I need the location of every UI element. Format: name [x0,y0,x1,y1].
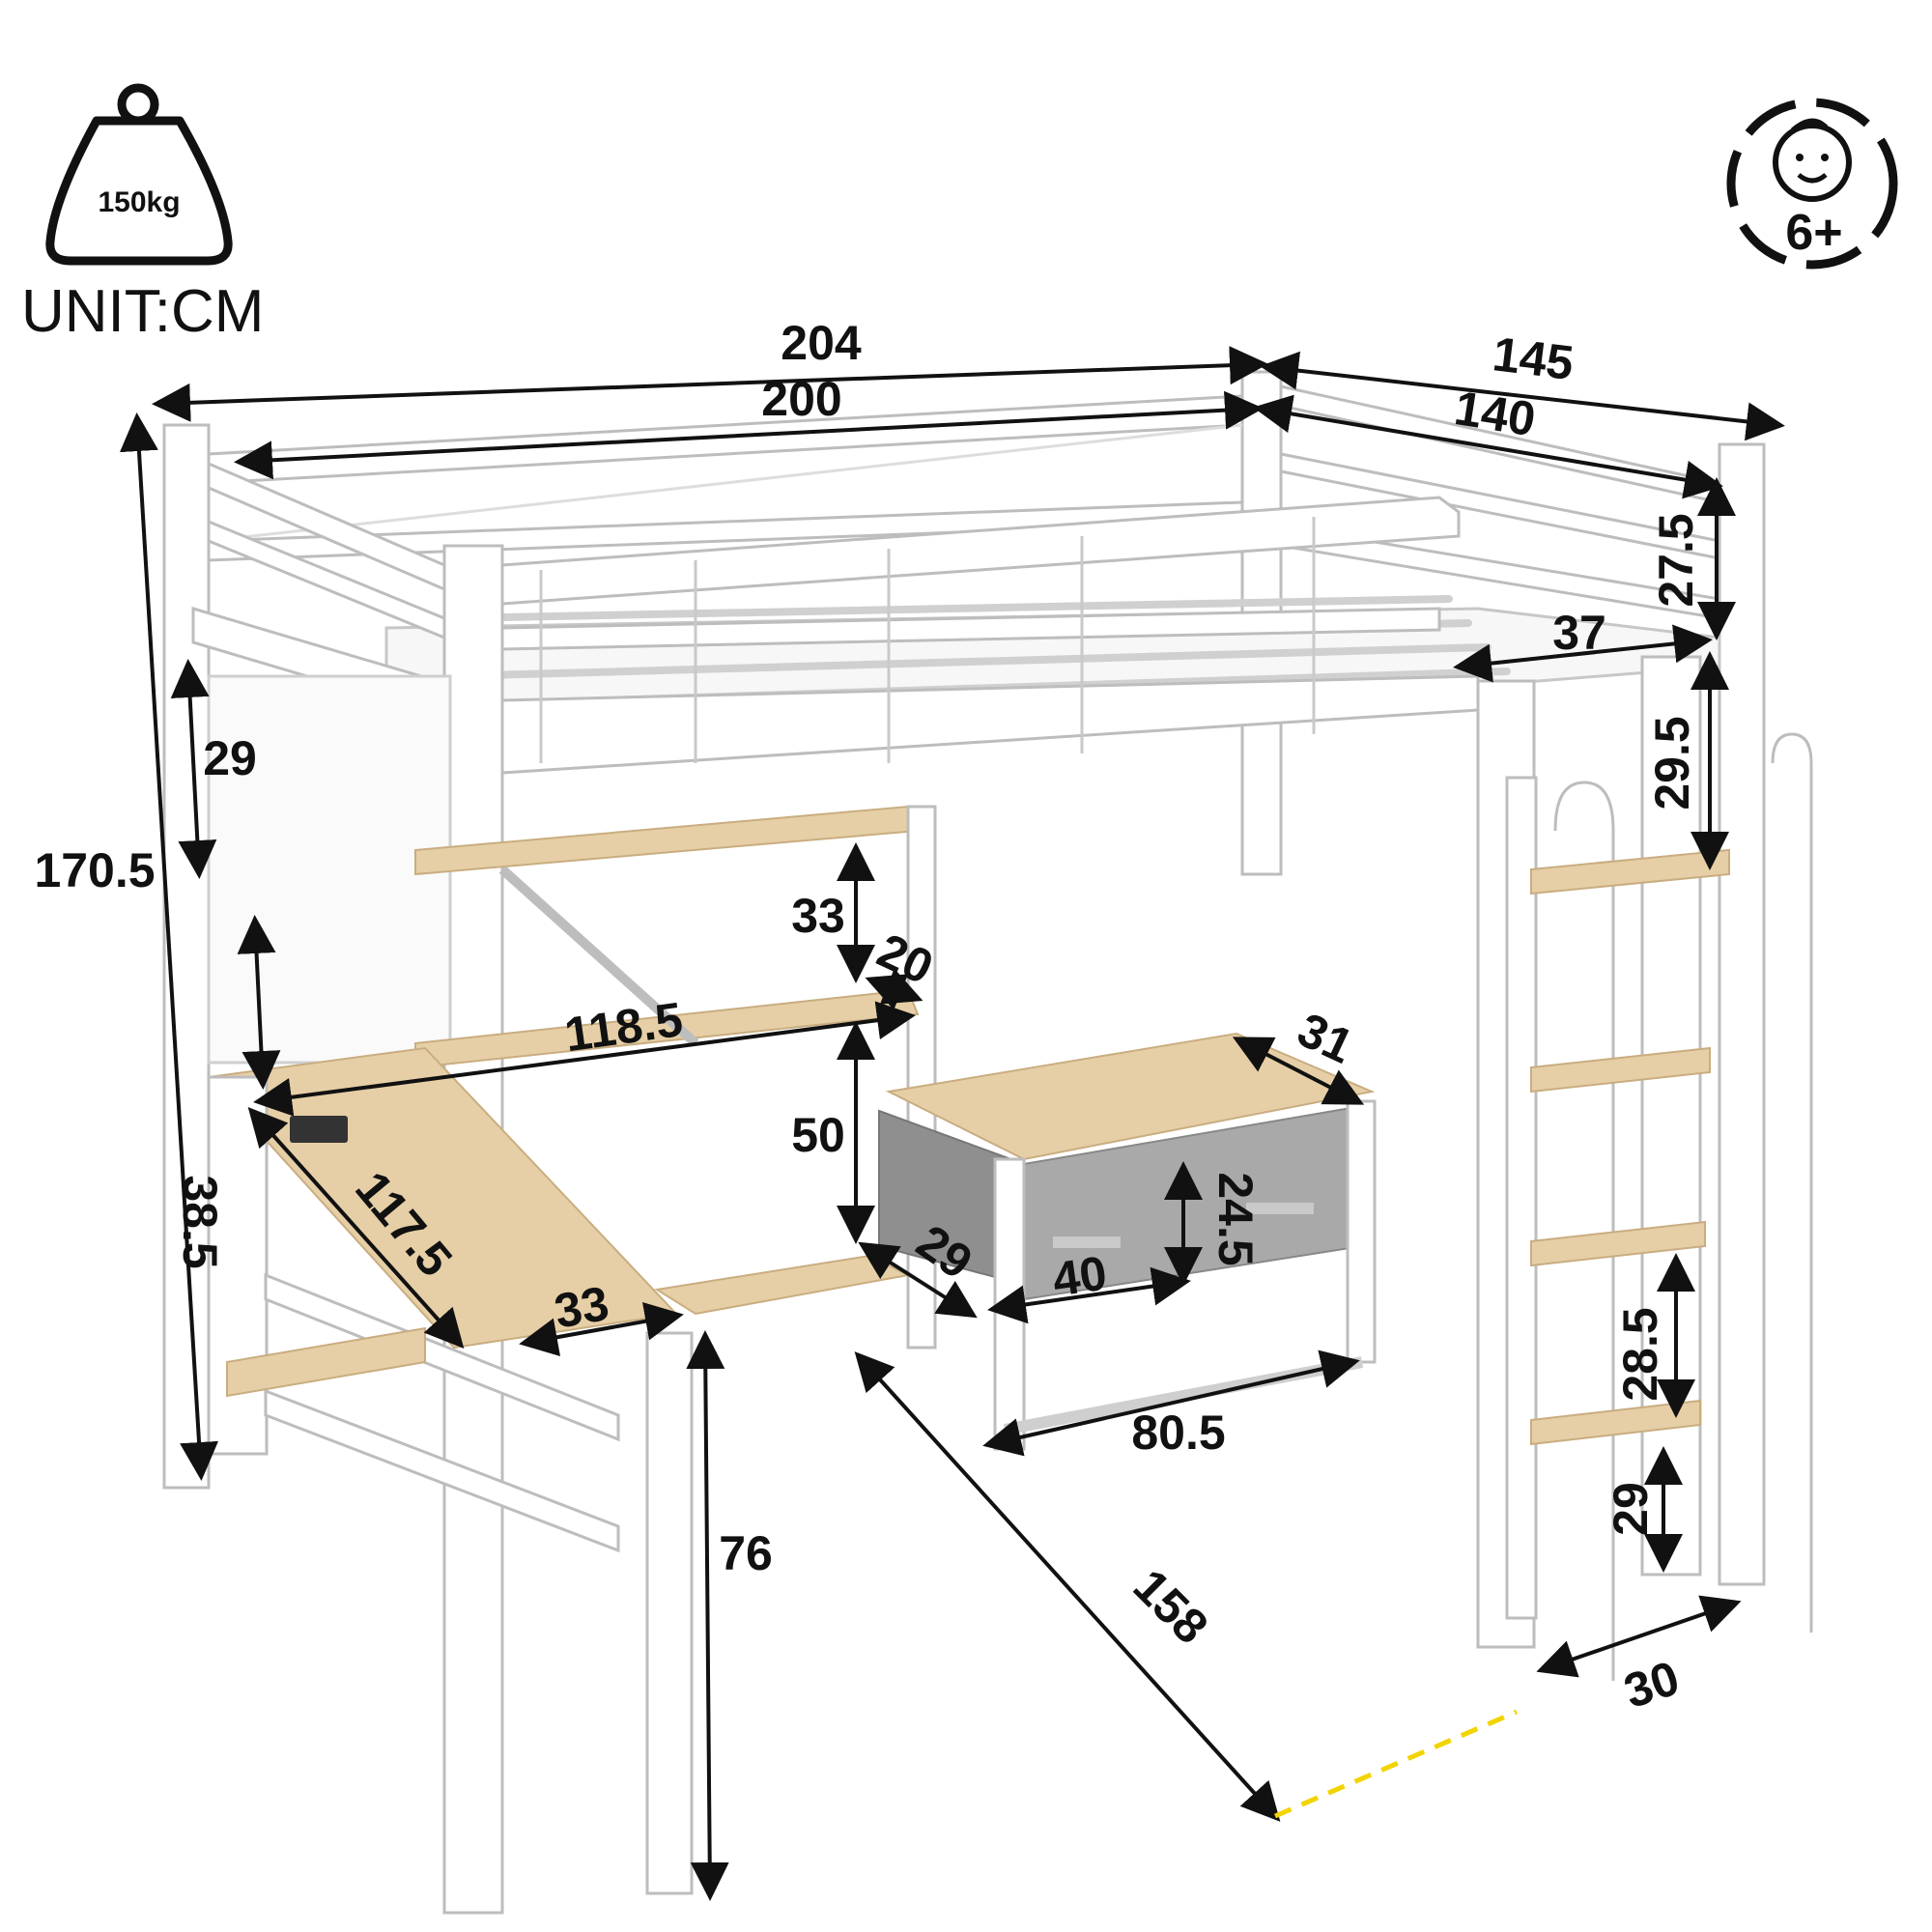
dim-under-bed-upper: 29 [203,731,257,785]
dim-cabinet-width: 80.5 [1131,1406,1225,1460]
weight-badge: 150kg UNIT:CM [21,83,264,345]
child-face-icon [1773,118,1852,202]
weight-icon [45,83,233,266]
weight-capacity-text: 150kg [98,186,180,218]
loft-bed-illustration [162,370,1813,1915]
dim-shelf-length: 118.5 [561,992,686,1062]
dim-desk-to-shelf: 50 [791,1108,845,1162]
dim-drawer-height: 24.5 [1208,1172,1263,1265]
floor-guide-dashed [1274,1709,1518,1819]
dim-step-gap: 28.5 [1613,1307,1667,1401]
age-badge: 6+ [1726,98,1898,270]
dim-inner-width: 140 [1451,381,1539,446]
dim-ladder-width: 30 [1618,1651,1686,1719]
dim-ladder-opening: 37 [1552,606,1606,660]
dim-guardrail-height: 27.5 [1649,513,1703,607]
dim-desk-left-height: 38.5 [173,1175,227,1268]
dim-drawer-width: 40 [1049,1246,1110,1307]
dim-bottom-step: 29 [1604,1482,1658,1536]
dim-ladder-step-top: 29.5 [1645,716,1699,810]
dimension-arrows [119,346,1785,1901]
dim-inner-length: 200 [761,372,841,426]
dim-shelf-height: 33 [791,889,845,943]
dim-total-height: 170.5 [34,843,155,897]
age-text: 6+ [1785,205,1842,261]
dim-total-width: 145 [1490,327,1577,390]
dim-floor-depth: 158 [1123,1559,1219,1655]
unit-label: UNIT:CM [21,278,264,345]
dim-desk-depth: 33 [551,1276,613,1339]
dim-desk-height: 76 [719,1526,773,1580]
dim-total-length: 204 [781,316,862,370]
